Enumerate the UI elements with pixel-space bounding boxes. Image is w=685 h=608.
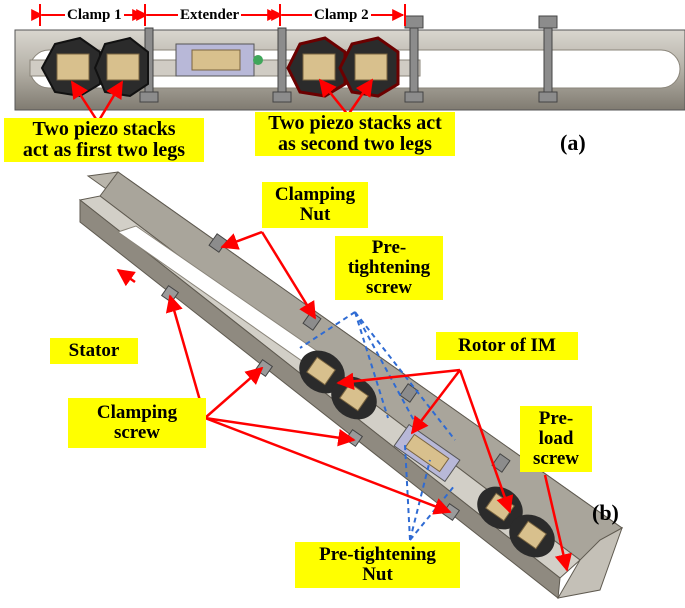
- pretight-nut-line2: Nut: [362, 563, 393, 585]
- pretightening-screw-label: Pre- tightening screw: [335, 236, 443, 300]
- rotor-label: Rotor of IM: [436, 332, 578, 360]
- panel-b-tag: (b): [592, 500, 619, 525]
- piezo-first-legs-label: Two piezo stacks act as first two legs: [4, 118, 204, 162]
- preload-line3: screw: [532, 447, 580, 469]
- panel-a-tag: (a): [560, 130, 586, 155]
- panel-b-arrows: [116, 230, 572, 572]
- preload-line1: Pre-: [538, 408, 574, 429]
- pretight-screw-line2: tightening: [347, 256, 431, 278]
- piezo-first-line1: Two piezo stacks: [32, 118, 176, 140]
- pretight-screw-line3: screw: [365, 276, 413, 298]
- panel-a-arrows: [70, 78, 374, 123]
- piezo-first-line2: act as first two legs: [22, 139, 186, 161]
- extender-body: [175, 43, 263, 77]
- piezo-second-line2: as second two legs: [278, 133, 432, 155]
- clamping-screw-label: Clamping screw: [68, 398, 206, 448]
- pretightening-nut-label: Pre-tightening Nut: [295, 542, 460, 588]
- clamp-1-label: Clamp 1: [65, 7, 124, 23]
- clamping-screw-line1: Clamping: [96, 402, 178, 423]
- clamping-nut-line1: Clamping: [274, 184, 356, 205]
- clamp-2-label: Clamp 2: [312, 7, 371, 23]
- preload-line2: load: [538, 427, 574, 449]
- clamping-nut-line2: Nut: [299, 203, 331, 225]
- panel-b-extender: [393, 423, 461, 483]
- pretight-screw-line1: Pre-: [371, 237, 407, 258]
- clamping-nut-label: Clamping Nut: [262, 182, 368, 228]
- clamping-screw-line2: screw: [113, 421, 161, 443]
- piezo-second-legs-label: Two piezo stacks act as second two legs: [255, 112, 455, 156]
- pretight-nut-line1: Pre-tightening: [319, 544, 436, 565]
- piezo-second-line1: Two piezo stacks act: [268, 112, 442, 134]
- extender-label: Extender: [178, 7, 242, 23]
- preload-screw-label: Pre- load screw: [520, 406, 592, 472]
- stator-label: Stator: [50, 338, 138, 364]
